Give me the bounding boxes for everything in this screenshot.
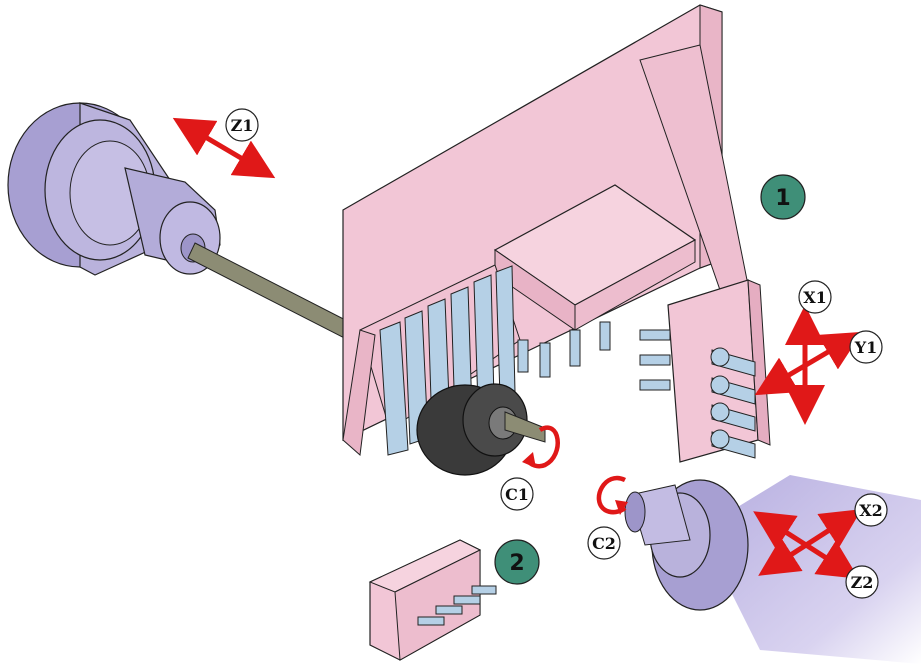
label-x1: X1 bbox=[798, 280, 832, 314]
live-tools-top bbox=[517, 321, 611, 378]
svg-text:Z2: Z2 bbox=[851, 573, 874, 592]
svg-text:X2: X2 bbox=[859, 501, 883, 520]
svg-text:Z1: Z1 bbox=[231, 116, 254, 135]
svg-text:2: 2 bbox=[509, 551, 524, 576]
label-c2: C2 bbox=[587, 526, 621, 560]
tool-block-2 bbox=[368, 539, 497, 661]
svg-text:Y1: Y1 bbox=[854, 338, 878, 357]
turret-frame bbox=[342, 4, 771, 463]
svg-text:X1: X1 bbox=[803, 288, 827, 307]
guide-bushing-chuck bbox=[416, 383, 546, 476]
side-tools bbox=[639, 329, 756, 459]
label-x2: X2 bbox=[854, 493, 888, 527]
y1-arrow bbox=[754, 331, 863, 396]
label-z2: Z2 bbox=[845, 565, 879, 599]
spindle-shaft bbox=[187, 242, 366, 346]
z1-arrow bbox=[172, 117, 276, 179]
axis-arrows bbox=[172, 117, 863, 579]
label-y1: Y1 bbox=[849, 330, 883, 364]
svg-text:C2: C2 bbox=[592, 534, 616, 553]
svg-text:C1: C1 bbox=[505, 485, 529, 504]
marker-1: 1 bbox=[760, 174, 806, 220]
marker-2: 2 bbox=[494, 539, 540, 585]
label-z1: Z1 bbox=[225, 108, 259, 142]
z2-arrow bbox=[753, 511, 859, 579]
label-c1: C1 bbox=[500, 477, 534, 511]
svg-text:1: 1 bbox=[775, 186, 790, 211]
main-spindle bbox=[7, 102, 221, 276]
rotation-arrows bbox=[522, 425, 628, 515]
